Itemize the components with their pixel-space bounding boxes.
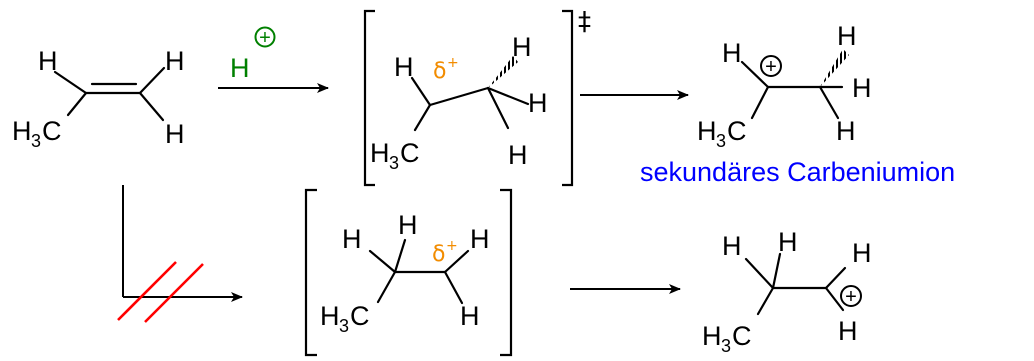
atom-h: H xyxy=(852,73,872,103)
atom-c: C xyxy=(42,116,62,146)
transition-state-mark: ‡ xyxy=(578,7,591,37)
atom-h: H xyxy=(394,52,414,82)
cation-charge: + xyxy=(765,56,777,78)
atom-h: H xyxy=(852,238,872,268)
partial-charge-sign: + xyxy=(447,55,459,71)
proton-charge: + xyxy=(259,27,271,49)
atom-h: H xyxy=(165,46,185,76)
methyl-group: H 3 C xyxy=(370,138,420,173)
bracket-right xyxy=(500,188,513,357)
partial-charge-symbol: δ xyxy=(433,59,446,84)
bracket-left xyxy=(304,188,317,357)
bracket-left xyxy=(363,9,375,187)
transition-state-primary: H H δ + H H H 3 C xyxy=(304,188,513,357)
atom-h: H xyxy=(722,38,742,68)
product-label: sekundäres Carbeniumion xyxy=(640,157,955,187)
strike-line xyxy=(117,261,177,321)
methyl-subscript: 3 xyxy=(389,153,399,173)
partial-charge-sign: + xyxy=(446,238,458,254)
atom-h: H xyxy=(838,316,858,346)
methyl-group: H 3 C xyxy=(697,116,747,151)
atom-h: H xyxy=(12,116,32,146)
charge-circle xyxy=(760,55,782,77)
atom-h: H xyxy=(370,138,390,168)
atom-h: H xyxy=(702,321,722,351)
atom-h: H xyxy=(722,231,742,261)
cation-charge: + xyxy=(845,286,857,308)
atom-c: C xyxy=(400,138,420,168)
atom-h: H xyxy=(508,140,528,170)
atom-h: H xyxy=(320,301,340,331)
methyl-group: H 3 C xyxy=(702,321,752,356)
methyl-group: H 3 C xyxy=(12,116,62,151)
proton-reagent: H + xyxy=(230,26,276,83)
charge-circle xyxy=(840,285,862,307)
atom-h: H xyxy=(697,116,717,146)
atom-c: C xyxy=(727,116,747,146)
atom-h: H xyxy=(528,88,548,118)
transition-state-secondary: ‡ H δ + H H H H 3 C xyxy=(363,7,591,187)
secondary-carbocation: H + H H H H 3 C xyxy=(697,21,872,151)
methyl-subscript: 3 xyxy=(339,316,349,336)
atom-h: H xyxy=(460,301,480,331)
atom-h: H xyxy=(38,46,58,76)
methyl-subscript: 3 xyxy=(716,131,726,151)
disfavored-pathway-arrow xyxy=(117,185,243,323)
primary-carbocation: H H H + H H 3 C xyxy=(702,227,872,356)
atom-h: H xyxy=(837,21,857,51)
methyl-group: H 3 C xyxy=(320,301,370,336)
methyl-subscript: 3 xyxy=(721,336,731,356)
charge-circle xyxy=(254,26,276,48)
bracket-right xyxy=(562,9,574,187)
atom-h: H xyxy=(778,227,798,257)
atom-h: H xyxy=(165,119,185,149)
hashed-wedge-bond xyxy=(820,49,849,87)
atom-h: H xyxy=(398,210,418,240)
atom-h: H xyxy=(342,224,362,254)
partial-charge-symbol: δ xyxy=(432,242,445,267)
atom-c: C xyxy=(732,321,752,351)
methyl-subscript: 3 xyxy=(31,131,41,151)
atom-h: H xyxy=(470,224,490,254)
atom-c: C xyxy=(350,301,370,331)
atom-h: H xyxy=(836,116,856,146)
hashed-wedge-bond xyxy=(488,56,518,88)
atom-h: H xyxy=(512,32,532,62)
proton-symbol: H xyxy=(230,53,250,83)
strike-line xyxy=(144,263,204,323)
propene-molecule: H H H H 3 C xyxy=(12,46,185,151)
